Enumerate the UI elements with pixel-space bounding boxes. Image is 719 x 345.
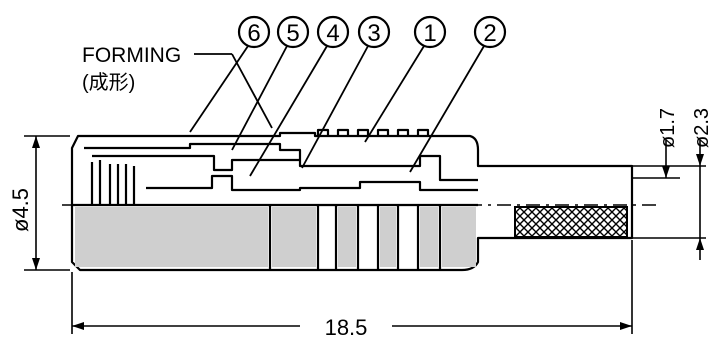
balloon-3: 3 xyxy=(357,15,391,49)
part-balloons: 6 5 4 3 1 2 xyxy=(237,15,507,49)
leader-2 xyxy=(409,45,485,173)
forming-label-jp: (成形) xyxy=(82,71,135,94)
balloon-5-number: 5 xyxy=(286,20,299,47)
dim-outer-diameter xyxy=(24,135,70,271)
leader-1 xyxy=(364,45,425,143)
dim-pin-diameter-label: ø1.7 xyxy=(657,108,679,148)
connector-body xyxy=(62,128,660,272)
dim-tail-diameter-label: ø2.3 xyxy=(691,108,713,148)
leader-4 xyxy=(249,45,328,177)
leader-5 xyxy=(231,45,288,151)
balloon-1-number: 1 xyxy=(423,20,436,47)
balloon-5: 5 xyxy=(276,15,310,49)
forming-label: FORMING xyxy=(82,44,181,67)
shell-shading xyxy=(75,207,476,267)
leader-3 xyxy=(301,45,369,169)
balloon-3-number: 3 xyxy=(367,20,380,47)
dim-outer-diameter-label: ø4.5 xyxy=(8,188,33,232)
balloon-6: 6 xyxy=(237,15,271,49)
leader-lines xyxy=(189,45,485,177)
balloon-2-number: 2 xyxy=(483,20,496,47)
dim-tail-diameters xyxy=(632,140,706,260)
balloon-6-number: 6 xyxy=(247,20,260,47)
leader-6 xyxy=(189,45,249,133)
balloon-2: 2 xyxy=(473,15,507,49)
dim-total-length-label: 18.5 xyxy=(325,315,368,340)
center-contact-upper xyxy=(146,174,478,192)
balloon-4: 4 xyxy=(316,15,350,49)
knurled-crimp-zone xyxy=(514,206,628,238)
crimp-ridges xyxy=(316,128,430,136)
leader-forming xyxy=(231,53,273,129)
balloon-1: 1 xyxy=(413,15,447,49)
inner-shell-steps xyxy=(84,142,478,182)
inner-insulator-steps xyxy=(90,154,300,205)
balloon-4-number: 4 xyxy=(326,20,339,47)
lower-housing-sections xyxy=(72,203,478,270)
dim-total-length xyxy=(71,240,633,334)
